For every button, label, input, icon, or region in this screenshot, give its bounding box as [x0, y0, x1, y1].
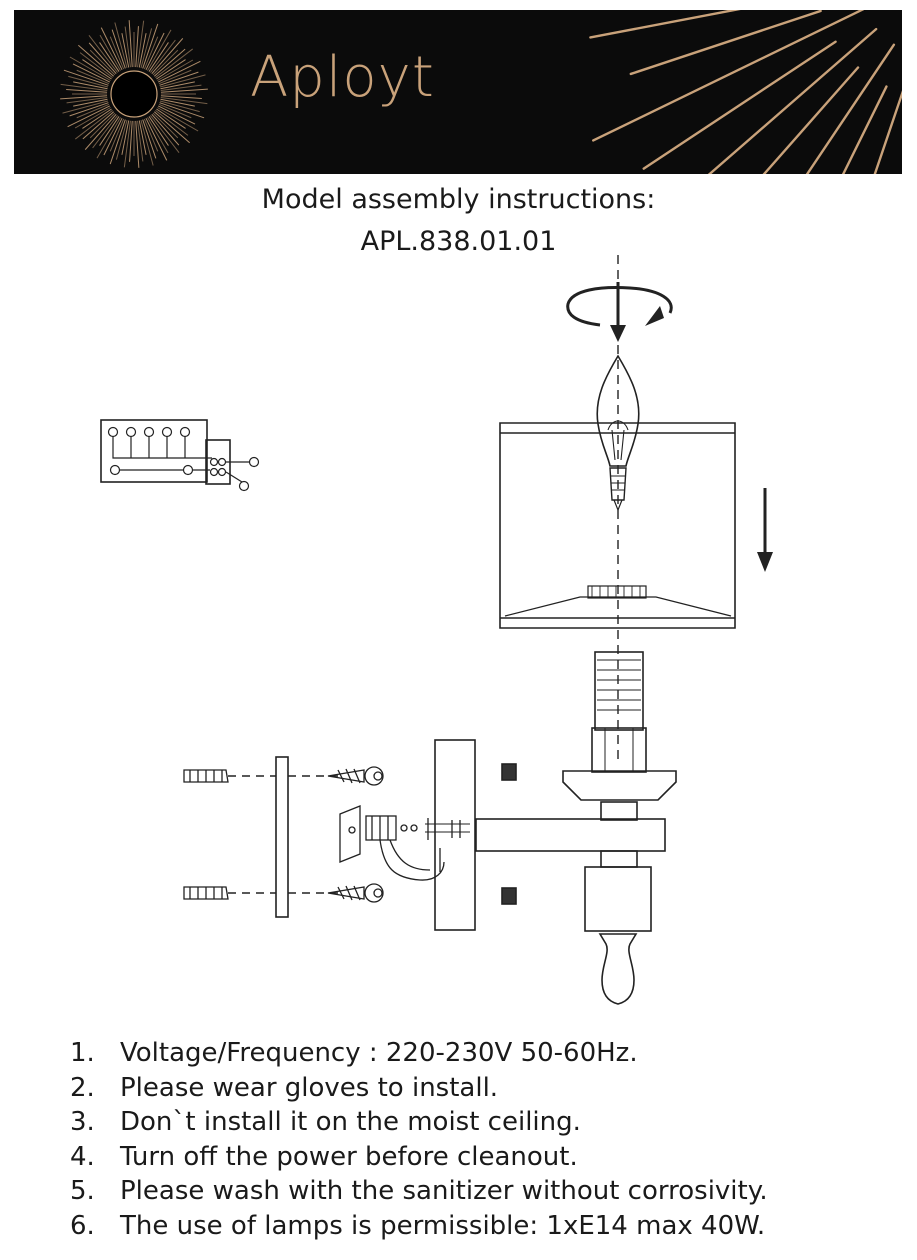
arm-body — [584, 866, 652, 932]
wall-screw-icon — [327, 766, 384, 903]
mounting-bar — [275, 756, 289, 918]
cap-nut-icon — [501, 887, 517, 905]
note-item: 2. Please wear gloves to install. — [70, 1071, 910, 1106]
note-text: Please wear gloves to install. — [120, 1072, 499, 1103]
note-item: 4. Turn off the power before cleanout. — [70, 1140, 910, 1175]
lamp-shade — [499, 422, 736, 629]
terminal-block-icon — [339, 805, 470, 863]
cup-stem — [600, 801, 638, 821]
note-item: 6. The use of lamps is permissible: 1xE14… — [70, 1209, 910, 1244]
note-text: Voltage/Frequency : 220-230V 50-60Hz. — [120, 1038, 638, 1068]
wall-bracket — [475, 818, 666, 852]
rotation-arrow-icon — [566, 282, 673, 342]
cap-nut-icon — [501, 763, 517, 781]
note-number: 4. — [70, 1141, 95, 1172]
socket-cup — [562, 770, 677, 801]
brand-banner: Aployt — [14, 10, 902, 174]
note-text: Turn off the power before cleanout. — [120, 1141, 578, 1172]
note-text: Please wash with the sanitizer without c… — [120, 1176, 768, 1206]
sunburst-decoration — [60, 10, 902, 174]
down-arrow-icon — [757, 488, 773, 572]
sun-logo-icon — [110, 70, 158, 118]
arm-joint — [600, 850, 638, 868]
note-number: 5. — [70, 1176, 95, 1206]
note-item: 1. Voltage/Frequency : 220-230V 50-60Hz. — [70, 1036, 910, 1071]
brand-logo: Aployt — [250, 45, 435, 110]
e14-socket — [591, 651, 647, 773]
note-item: 3. Don`t install it on the moist ceiling. — [70, 1105, 910, 1140]
note-text: The use of lamps is permissible: 1xE14 m… — [120, 1210, 766, 1241]
note-text: Don`t install it on the moist ceiling. — [120, 1107, 581, 1137]
assembly-diagram — [100, 255, 773, 1005]
note-number: 6. — [70, 1210, 95, 1241]
screw-anchor-icon — [183, 769, 229, 900]
wall-plate — [434, 739, 476, 931]
instruction-notes: 1.Voltage/Frequency : 220-230V 50-60Hz. … — [70, 1036, 910, 1243]
supply-wires — [379, 839, 445, 881]
note-number: 2. — [70, 1072, 95, 1103]
note-number: 1. — [70, 1038, 95, 1068]
model-number: APL.838.01.01 — [360, 226, 557, 257]
wiring-terminal-icon — [100, 419, 260, 492]
note-item: 5. Please wash with the sanitizer without… — [70, 1174, 910, 1209]
note-number: 3. — [70, 1107, 95, 1137]
decorative-finial — [598, 933, 638, 1005]
candle-bulb-icon — [596, 354, 640, 512]
document-title: Model assembly instructions: — [261, 184, 656, 215]
